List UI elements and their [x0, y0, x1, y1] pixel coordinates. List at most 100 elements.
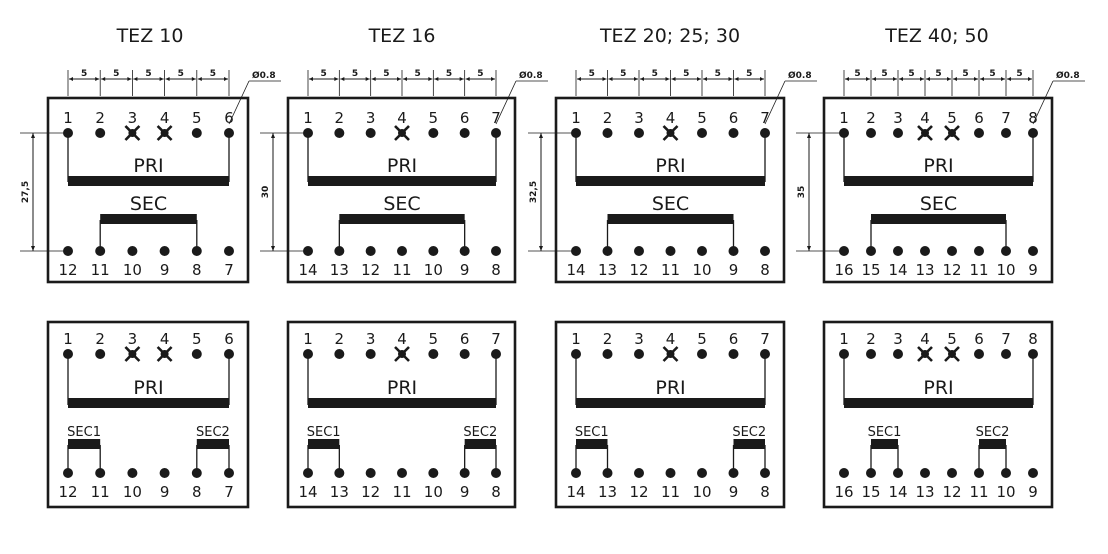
pin-number: 4 [397, 109, 407, 127]
pitch-label: 5 [854, 69, 860, 79]
pin-dot [1001, 128, 1011, 138]
dimension-segment [165, 77, 196, 81]
pin-dot [303, 468, 313, 478]
pin-number: 1 [303, 109, 313, 127]
dimension-segment [703, 77, 733, 81]
sec1-winding-bar [576, 439, 608, 449]
pin-dot [63, 468, 73, 478]
pin-number: 12 [942, 483, 961, 501]
dimension-arrow [459, 77, 464, 81]
height-dimension: 27,5 [20, 132, 68, 252]
pin-dot [866, 128, 876, 138]
pin-dot [839, 246, 849, 256]
diameter-label: Ø0.8 [1056, 70, 1080, 81]
pin-dot [839, 468, 849, 478]
pin-number: 11 [661, 261, 680, 279]
dimension-arrow [608, 77, 613, 81]
dimension-segment [640, 77, 670, 81]
pin-number: 12 [58, 483, 77, 501]
pitch-label: 5 [620, 69, 626, 79]
pin-dot [571, 246, 581, 256]
dimension-arrow [539, 133, 543, 138]
primary-winding-bar [844, 176, 1033, 186]
pin-dot [697, 468, 707, 478]
pitch-label: 5 [178, 69, 184, 79]
pin-number: 12 [58, 261, 77, 279]
dimension-arrow [980, 77, 984, 81]
pin-number: 4 [160, 109, 170, 127]
pin-dot [760, 468, 770, 478]
missing-pin-icon [156, 346, 173, 362]
dimension-arrow [539, 246, 543, 251]
pin-number: 5 [697, 109, 707, 127]
dimension-segment [845, 77, 870, 81]
pin-dot [428, 128, 439, 138]
dimension-arrow [95, 77, 100, 81]
pin-dot [224, 468, 234, 478]
variant-title: TEZ 10 [116, 25, 184, 47]
pin-number: 14 [888, 261, 907, 279]
pin-number: 10 [123, 261, 142, 279]
missing-pin-icon [394, 346, 410, 362]
dimension-arrow [845, 77, 849, 81]
pin-number: 12 [629, 483, 648, 501]
sec2-label: SEC2 [463, 425, 497, 440]
pin-number: 13 [330, 483, 349, 501]
pin-number: 5 [947, 330, 957, 348]
pin-number: 10 [692, 483, 711, 501]
missing-pin-stroke [156, 346, 173, 362]
pin-number: 15 [861, 483, 880, 501]
pin-number: 11 [91, 261, 110, 279]
pin-number: 2 [603, 109, 613, 127]
pin-number: 14 [298, 483, 317, 501]
sec2-winding-bar [733, 439, 765, 449]
dimension-segment [371, 77, 401, 81]
sec1-label: SEC1 [307, 425, 341, 440]
dimension-arrow [697, 77, 701, 81]
pin-dot [602, 128, 613, 138]
pin-dot [728, 128, 739, 138]
pin-dot [1001, 349, 1011, 359]
dimension-arrow [602, 77, 607, 81]
height-dimension: 30 [260, 132, 308, 252]
pin-dot [1001, 246, 1011, 256]
sec1-label: SEC1 [575, 425, 609, 440]
dimension-segment [899, 77, 924, 81]
diameter-leader [1032, 80, 1054, 125]
pin-number: 1 [571, 109, 581, 127]
pitch-label: 5 [446, 69, 452, 79]
pin-number: 9 [1028, 261, 1038, 279]
pin-number: 5 [192, 109, 202, 127]
pin-number: 4 [920, 330, 930, 348]
pin-number: 3 [366, 109, 376, 127]
pin-dot [571, 468, 581, 478]
dimension-arrow [365, 77, 370, 81]
pin-dot [365, 246, 376, 256]
pin-dot [334, 468, 345, 478]
pin-number: 8 [1028, 109, 1038, 127]
missing-pin-stroke [944, 125, 960, 141]
primary-winding-bar [576, 176, 765, 186]
pin-number: 12 [361, 483, 380, 501]
pin-dot [428, 349, 439, 359]
pin-number: 13 [598, 261, 617, 279]
pin-dot [634, 349, 644, 359]
dimension-arrow [807, 133, 811, 138]
dimension-arrow [434, 77, 439, 81]
sec1-winding-bar [871, 439, 898, 449]
pin-dot [428, 468, 439, 478]
missing-pin-icon [124, 346, 141, 362]
missing-pin-icon [662, 125, 679, 141]
pin-dot [866, 246, 876, 256]
pin-dot [920, 468, 930, 478]
dimension-arrow [133, 77, 138, 81]
dimension-arrow [197, 77, 202, 81]
pin-number: 8 [491, 261, 501, 279]
pin-number: 5 [697, 330, 707, 348]
dimension-arrow [31, 133, 35, 138]
missing-pin-icon [156, 125, 173, 141]
